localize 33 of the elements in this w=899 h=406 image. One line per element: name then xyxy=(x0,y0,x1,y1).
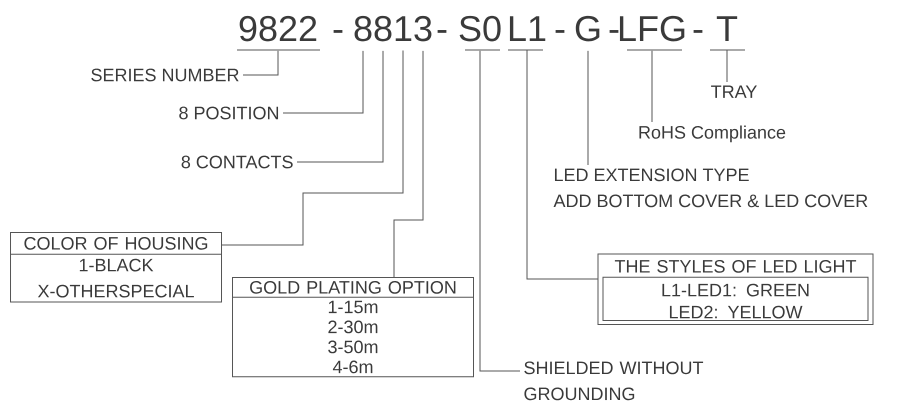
separator-dash: - xyxy=(610,30,618,33)
separator-dash: - xyxy=(438,30,446,33)
part-code: 1 xyxy=(396,16,412,41)
label-text: 8 CONTACTS xyxy=(182,156,293,168)
part-code: 8 xyxy=(374,16,392,42)
part-code: L1 xyxy=(510,16,546,41)
part-code: G xyxy=(576,16,600,42)
part-code: 9822 xyxy=(240,16,316,42)
leader-line xyxy=(480,50,520,372)
label-text: TRAY xyxy=(711,86,757,98)
label-text: 8 POSITION xyxy=(179,106,278,120)
label-text: RoHS Compliance xyxy=(639,126,786,142)
leader-line xyxy=(222,50,404,246)
option-box: THE STYLES OF LED LIGHT L1-LED1: GREEN LED2: YELLOW xyxy=(598,254,874,325)
part-code: 8 xyxy=(354,16,372,42)
label-text: LED EXTENSION TYPE ADD BOTTOM COVER & LED COVER xyxy=(554,168,868,208)
leader-line xyxy=(242,50,278,76)
separator-dash: - xyxy=(694,30,702,33)
part-code: T xyxy=(716,16,738,41)
option-box: COLOR OF HOUSING 1-BLACK X-OTHERSPECIAL xyxy=(10,232,222,302)
leader-line xyxy=(526,50,598,280)
separator-dash: - xyxy=(556,30,564,33)
part-code: S0 xyxy=(460,16,501,42)
option-box: GOLD PLATING OPTION 1-15m 2-30m 3-50m 4-6m xyxy=(232,277,474,378)
leader-line xyxy=(282,50,364,114)
leader-line xyxy=(726,50,728,82)
leader-line xyxy=(296,50,384,162)
part-code: LFG xyxy=(620,16,684,42)
part-code: 3 xyxy=(414,16,432,42)
label-text: SHIELDED WITHOUT GROUNDING xyxy=(524,361,704,400)
separator-dash: - xyxy=(334,30,342,33)
leader-line xyxy=(394,50,424,278)
label-text: SERIES NUMBER xyxy=(91,68,239,82)
